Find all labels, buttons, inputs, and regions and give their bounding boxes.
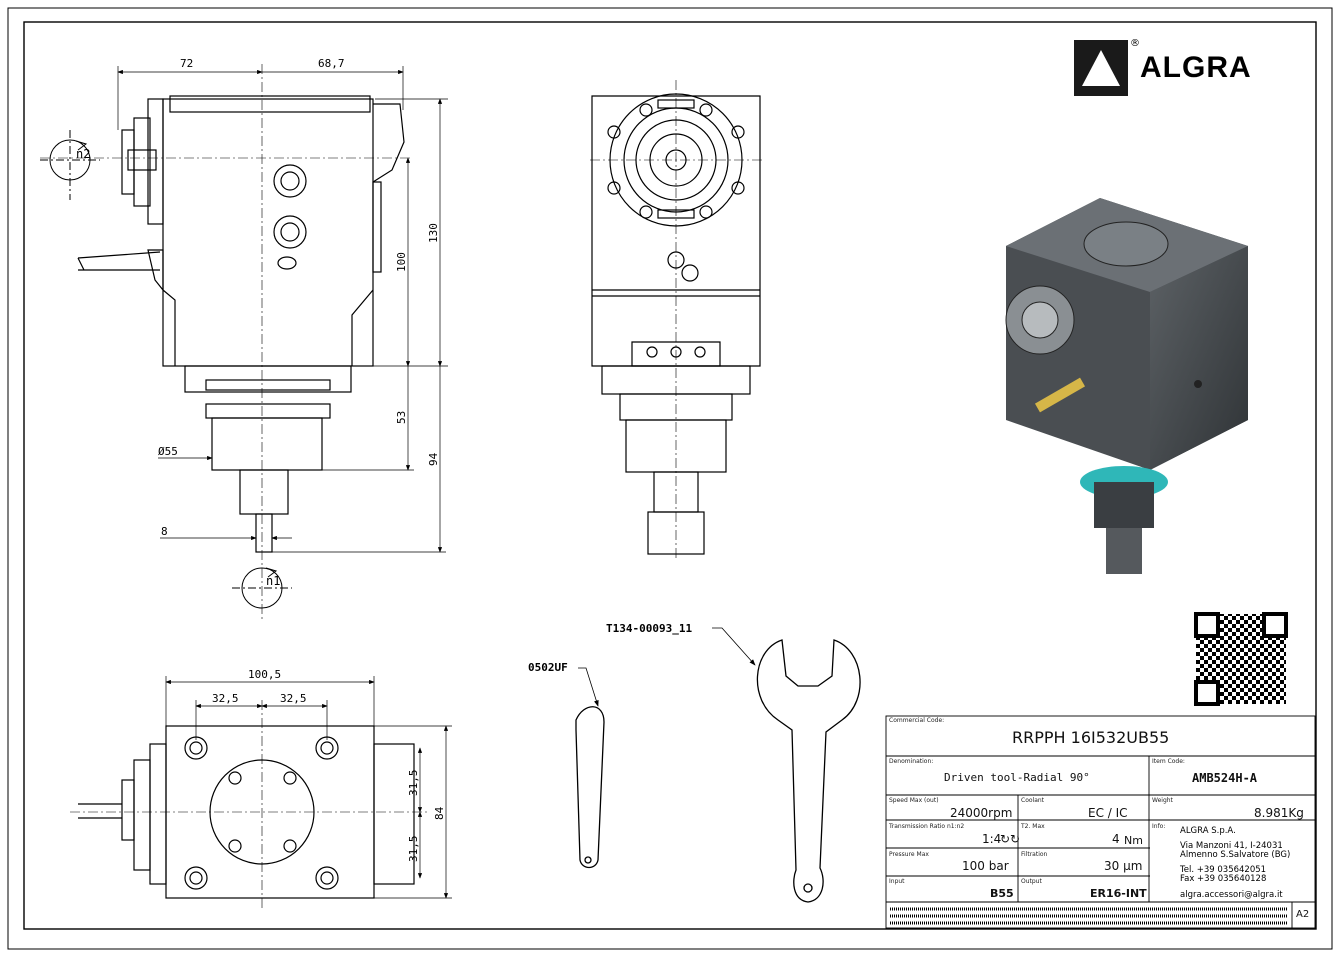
brand-name: ALGRA [1140, 51, 1252, 84]
hook-key-leader [578, 667, 599, 707]
wrench-drawing [756, 639, 861, 903]
item-code: AMB524H-A [1192, 771, 1258, 785]
info-label: Info: [1152, 823, 1166, 830]
title-block [885, 715, 1316, 929]
input-value: B55 [990, 887, 1014, 900]
coolant-value: EC / IC [1088, 806, 1128, 820]
filtration-value: 30 μm [1104, 859, 1143, 873]
filtration-label: Filtration [1021, 851, 1048, 858]
speed-label: Speed Max (out) [889, 797, 939, 804]
item-code-label: Item Code: [1152, 758, 1185, 765]
product-3d-render [1005, 198, 1248, 574]
dim-68-7: 68,7 [318, 57, 345, 70]
hook-key-drawing [575, 706, 605, 869]
speed-value: 24000rpm [950, 806, 1013, 820]
company-tel: Tel. +39 035642051 [1180, 865, 1267, 875]
ratio-label: Transmission Ratio n1:n2 [889, 823, 965, 830]
pressure-label: Pressure Max [889, 851, 929, 858]
denomination-label: Denomination: [889, 758, 934, 765]
dim-84: 84 [433, 806, 446, 820]
wrench-leader [712, 627, 756, 666]
output-value: ER16-INT [1090, 887, 1147, 900]
company-name: ALGRA S.p.A. [1180, 826, 1236, 836]
rotation-n1-icon [232, 567, 292, 609]
commercial-code-label: Commercial Code: [889, 717, 945, 724]
rotation-n2-icon [40, 130, 100, 200]
torque-value: 4 [1112, 832, 1120, 846]
dim-130: 130 [427, 223, 440, 243]
company-address-2: Almenno S.Salvatore (BG) [1180, 850, 1291, 860]
pressure-value: 100 bar [962, 859, 1009, 873]
company-address-1: Via Manzoni 41, I-24031 [1180, 841, 1283, 851]
top-view-centerlines [70, 700, 430, 910]
hook-key-code: 0502UF [528, 661, 568, 674]
dim-72: 72 [180, 57, 193, 70]
dim-32-5-right: 32,5 [280, 692, 307, 705]
ratio-value: 1:4 [982, 832, 1002, 846]
weight-value: 8.981Kg [1254, 806, 1304, 820]
registered-mark: ® [1130, 38, 1140, 49]
top-view-dimensions [165, 676, 452, 899]
denomination: Driven tool-Radial 90° [944, 771, 1090, 784]
torque-label: T2. Max [1021, 823, 1045, 830]
dim-100-5: 100,5 [248, 668, 281, 681]
dim-32-5-left: 32,5 [212, 692, 239, 705]
dim-94: 94 [427, 452, 440, 466]
dim-100: 100 [395, 252, 408, 272]
commercial-code: RRPPH 16I532UB55 [1012, 728, 1170, 747]
weight-label: Weight [1152, 797, 1173, 804]
front-view [77, 95, 405, 553]
front-view-centerlines [40, 64, 410, 620]
input-label: Input [889, 878, 905, 885]
rotation-n1-label: n1 [266, 574, 280, 588]
output-label: Output [1021, 878, 1042, 885]
front-view-dimensions [117, 66, 448, 553]
rotation-n2-label: n2 [76, 147, 90, 161]
side-view-centerlines [590, 80, 765, 560]
sheet-size: A2 [1296, 909, 1310, 920]
company-email: algra.accessori@algra.it [1180, 890, 1283, 900]
qr-code-icon [1194, 612, 1288, 706]
dim-diameter-55: Ø55 [158, 445, 178, 458]
company-fax: Fax +39 035640128 [1180, 874, 1267, 884]
dim-53: 53 [395, 411, 408, 424]
algra-logo-icon [1074, 40, 1128, 96]
coolant-label: Coolant [1021, 797, 1045, 804]
dim-31-5-top: 31,5 [407, 770, 420, 797]
dim-8: 8 [161, 525, 168, 538]
wrench-code: T134-00093_11 [606, 622, 692, 635]
torque-unit: Nm [1124, 834, 1143, 847]
dim-31-5-bottom: 31,5 [407, 836, 420, 863]
rotation-arrows-icon: ↻↻ [1000, 832, 1021, 846]
